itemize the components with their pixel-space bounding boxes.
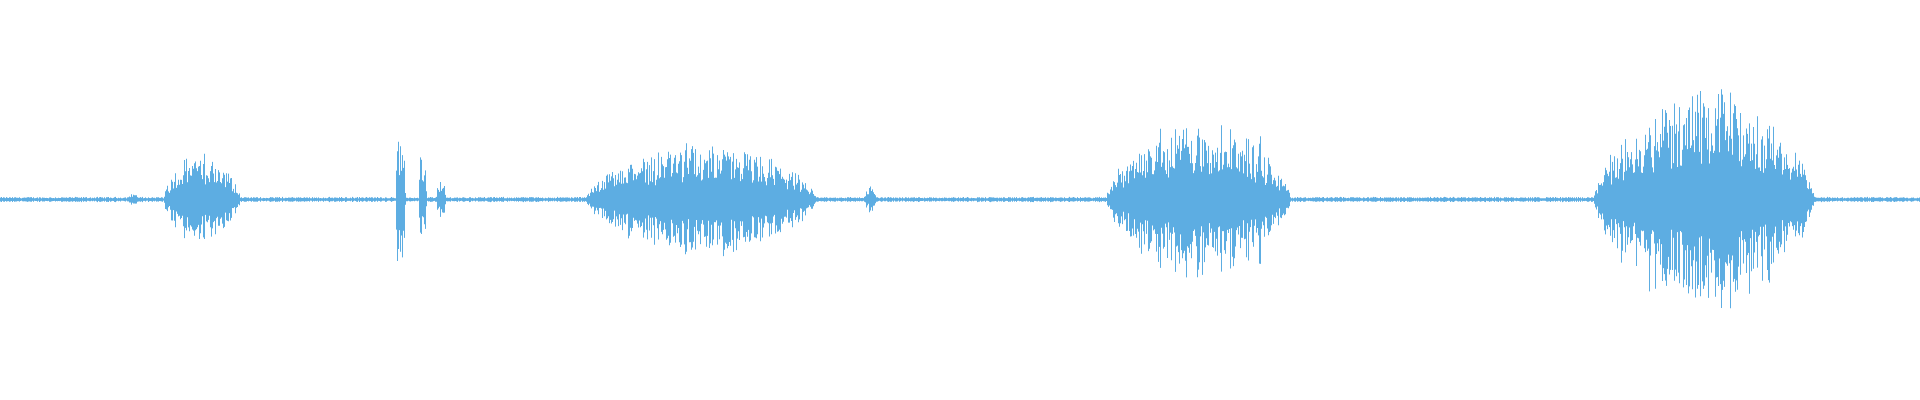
waveform-path — [0, 89, 1920, 309]
waveform-samples — [0, 89, 1920, 309]
